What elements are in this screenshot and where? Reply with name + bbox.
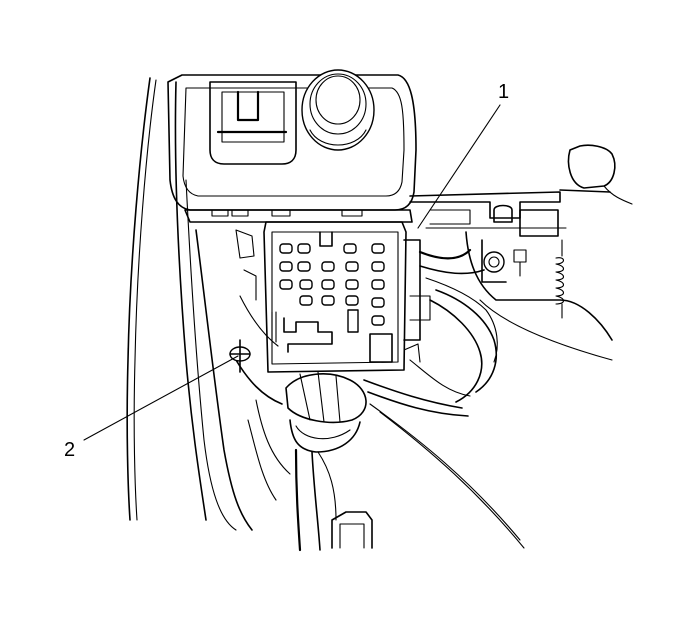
return-spring xyxy=(555,239,565,319)
wiring-harness xyxy=(235,229,525,552)
callout-leaders xyxy=(83,104,501,441)
upper-console-housing xyxy=(167,69,417,223)
leader-line-2 xyxy=(83,355,239,441)
pedal-pad xyxy=(567,144,633,205)
callout-1-label: 1 xyxy=(498,81,509,103)
mounting-stud xyxy=(481,239,527,283)
leader-line-1 xyxy=(417,104,501,229)
fuse-block xyxy=(263,221,431,373)
floor-bracket xyxy=(331,511,373,549)
fuse-array xyxy=(279,243,385,333)
callout-2-label: 2 xyxy=(64,439,75,461)
control-knob xyxy=(301,69,375,151)
left-pillar-trim xyxy=(126,77,253,531)
retainer-clip xyxy=(229,339,251,373)
dash-support-bracket xyxy=(409,144,633,361)
